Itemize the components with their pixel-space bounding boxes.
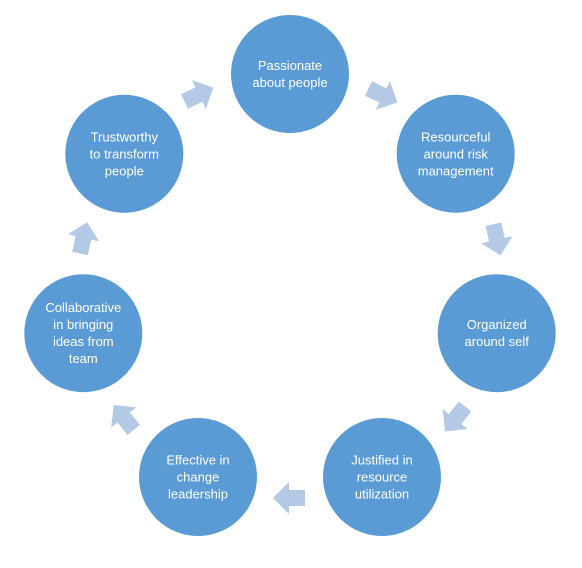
node-circle xyxy=(394,92,517,215)
cycle-arrow xyxy=(111,404,140,435)
cycle-arrow xyxy=(67,222,100,256)
node-label-line: change xyxy=(177,470,220,485)
cycle-node: Passionate about people xyxy=(229,13,351,135)
cycle-arrow xyxy=(273,482,305,514)
cycle-node: Organized around self xyxy=(435,272,558,395)
cycle-arrow xyxy=(481,222,513,256)
node-circle xyxy=(321,416,443,538)
cycle-node: Justified in resource utilization xyxy=(321,416,443,538)
node-label-line: around self xyxy=(465,334,530,349)
node-label-line: management xyxy=(418,163,494,178)
node-label-line: Collaborative xyxy=(45,300,121,315)
node-label-line: Passionate xyxy=(258,58,322,73)
cycle-arrow xyxy=(442,401,472,432)
arrows-layer xyxy=(67,80,513,514)
cycle-node: Trustworthy to transform people xyxy=(63,92,186,215)
node-circle xyxy=(63,92,186,215)
node-label-line: ideas from xyxy=(53,334,114,349)
cycle-arrow xyxy=(365,81,398,110)
node-label-line: team xyxy=(69,351,98,366)
node-label-line: Justified in xyxy=(351,453,412,468)
node-label-line: around risk xyxy=(424,146,489,161)
node-label-line: utilization xyxy=(355,487,409,502)
cycle-node: Collaborative in bringing ideas from team xyxy=(22,272,145,395)
cycle-node: Resourceful around risk management xyxy=(394,92,517,215)
node-label-line: Effective in xyxy=(166,453,229,468)
node-label-line: to transform xyxy=(90,146,159,161)
node-label-line: about people xyxy=(252,75,327,90)
node-label-line: in bringing xyxy=(53,317,113,332)
node-circle xyxy=(229,13,351,135)
cycle-arrow xyxy=(181,80,214,109)
node-circle xyxy=(435,272,558,395)
node-circle xyxy=(137,416,259,538)
node-label-line: people xyxy=(105,163,144,178)
node-label-line: Organized xyxy=(467,317,527,332)
node-circle xyxy=(22,272,145,395)
node-label-line: resource xyxy=(357,470,408,485)
node-label-line: leadership xyxy=(168,487,228,502)
cycle-node: Effective in change leadership xyxy=(137,416,259,538)
node-label-line: Trustworthy xyxy=(91,129,159,144)
node-label-line: Resourceful xyxy=(421,129,490,144)
